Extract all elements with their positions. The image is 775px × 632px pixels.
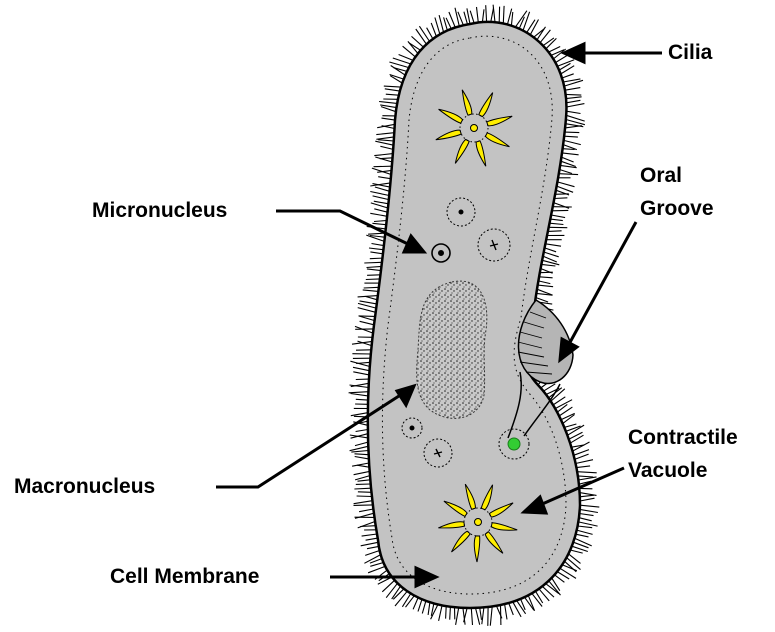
macronucleus [417,281,487,418]
label-cilia: Cilia [668,42,712,63]
label-contractile-vacuole: Contractile Vacuole [628,422,738,487]
label-oral-groove: Oral Groove [640,160,714,225]
label-micronucleus: Micronucleus [92,200,227,221]
label-macronucleus: Macronucleus [14,476,155,497]
label-cell-membrane: Cell Membrane [110,566,259,587]
